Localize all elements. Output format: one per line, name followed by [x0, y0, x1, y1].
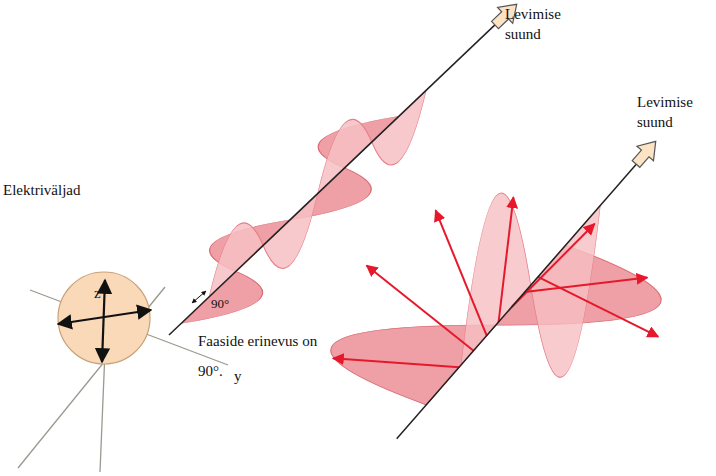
angle-label: 90°	[211, 294, 251, 314]
axis-caption: Elektriväljad	[3, 180, 123, 200]
phase-note: Faaside erinevus on 90°.	[198, 326, 320, 386]
axis-name: z	[94, 283, 106, 303]
propagation-axis	[169, 21, 499, 335]
axis-name: y	[234, 366, 248, 386]
phase-marker	[192, 291, 206, 303]
field-arrow	[102, 280, 105, 362]
field-ellipse	[58, 272, 150, 364]
field-arrow	[58, 310, 151, 324]
direction-label: Levimise suund	[505, 4, 577, 44]
direction-arrow	[628, 134, 664, 171]
direction-label: Levimise suund	[637, 92, 709, 132]
field-vectors	[333, 197, 658, 367]
wave-vertical	[461, 76, 600, 476]
propagation-axis	[397, 163, 638, 439]
